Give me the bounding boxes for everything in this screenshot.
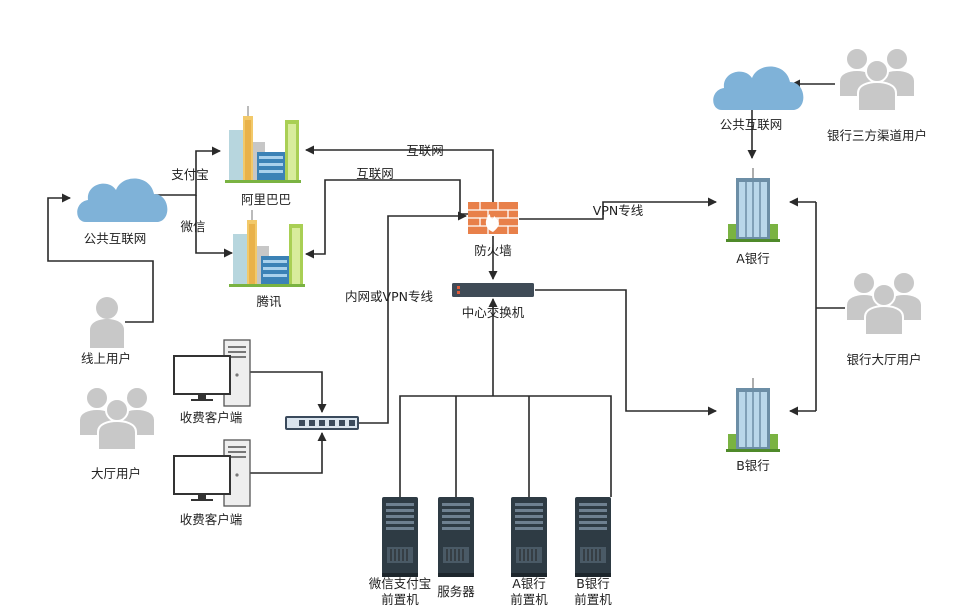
main-server-icon [437, 496, 475, 578]
edge-intranet-vpn [358, 211, 467, 424]
public-internet-cloud-right-icon [713, 66, 804, 110]
online-user-icon [90, 297, 124, 348]
billing-client-pc-icon [173, 439, 251, 507]
tencent-label: 腾讯 [256, 294, 282, 309]
billing-client-pc-icon [173, 339, 251, 407]
hall-user-label: 大厅用户 [91, 466, 141, 481]
hall-users-icon [78, 386, 156, 451]
online-user-label: 线上用户 [81, 351, 131, 366]
edge-server-bus [399, 395, 612, 497]
server-b-label-2: 前置机 [574, 592, 612, 607]
bank-b-building-icon [725, 377, 781, 453]
server-wechat-label-1: 微信支付宝 [369, 576, 432, 591]
server-b-label-1: B银行 [576, 576, 610, 591]
bank-b-frontend-server-icon [574, 496, 612, 578]
internet-edge-label-1: 互联网 [406, 143, 444, 158]
alibaba-buildings-icon [224, 105, 302, 184]
third-party-users-icon [838, 47, 916, 112]
public-internet-cloud-icon [77, 178, 168, 222]
edge-firewall-alibaba [305, 145, 494, 202]
access-switch-icon [285, 416, 359, 430]
edge-alipay [155, 146, 221, 196]
wechat-alipay-frontend-server-icon [381, 496, 419, 578]
server-a-label-1: A银行 [512, 576, 546, 591]
bank-a-building-icon [725, 167, 781, 243]
connections [47, 79, 846, 497]
internet-right-label: 公共互联网 [720, 117, 783, 132]
edge-vpn-bank-a [519, 197, 717, 220]
firewall-label: 防火墙 [474, 243, 512, 258]
third-party-users-label: 银行三方渠道用户 [827, 128, 927, 143]
firewall-icon [468, 202, 518, 234]
core-switch-icon [452, 283, 534, 297]
edge-hall-banks [815, 202, 846, 411]
bank-a-label: A银行 [736, 251, 770, 266]
bank-hall-users-icon [845, 271, 923, 336]
bank-b-label: B银行 [736, 458, 770, 473]
tencent-buildings-icon [228, 209, 306, 288]
internet-left-label: 公共互联网 [84, 231, 147, 246]
billing-client-label-2: 收费客户端 [180, 512, 243, 527]
server-wechat-label-2: 前置机 [381, 592, 419, 607]
bank-a-frontend-server-icon [510, 496, 548, 578]
bank-hall-users-label: 银行大厅用户 [846, 352, 921, 367]
alibaba-label: 阿里巴巴 [241, 192, 291, 207]
wechat-label: 微信 [180, 219, 205, 234]
intranet-vpn-label: 内网或VPN专线 [345, 289, 433, 304]
internet-edge-label-2: 互联网 [356, 166, 394, 181]
edge-switch-bank-b [535, 289, 717, 416]
edge-online-user-to-internet [47, 193, 154, 323]
vpn-line-label: VPN专线 [593, 203, 644, 218]
alipay-label: 支付宝 [171, 167, 209, 182]
edge-client1-switch [250, 371, 327, 413]
core-switch-label: 中心交换机 [462, 305, 525, 320]
server-main-label: 服务器 [437, 584, 475, 599]
edge-wechat [195, 195, 233, 258]
edge-client2-switch [250, 432, 327, 474]
billing-client-label-1: 收费客户端 [180, 410, 243, 425]
server-a-label-2: 前置机 [510, 592, 548, 607]
